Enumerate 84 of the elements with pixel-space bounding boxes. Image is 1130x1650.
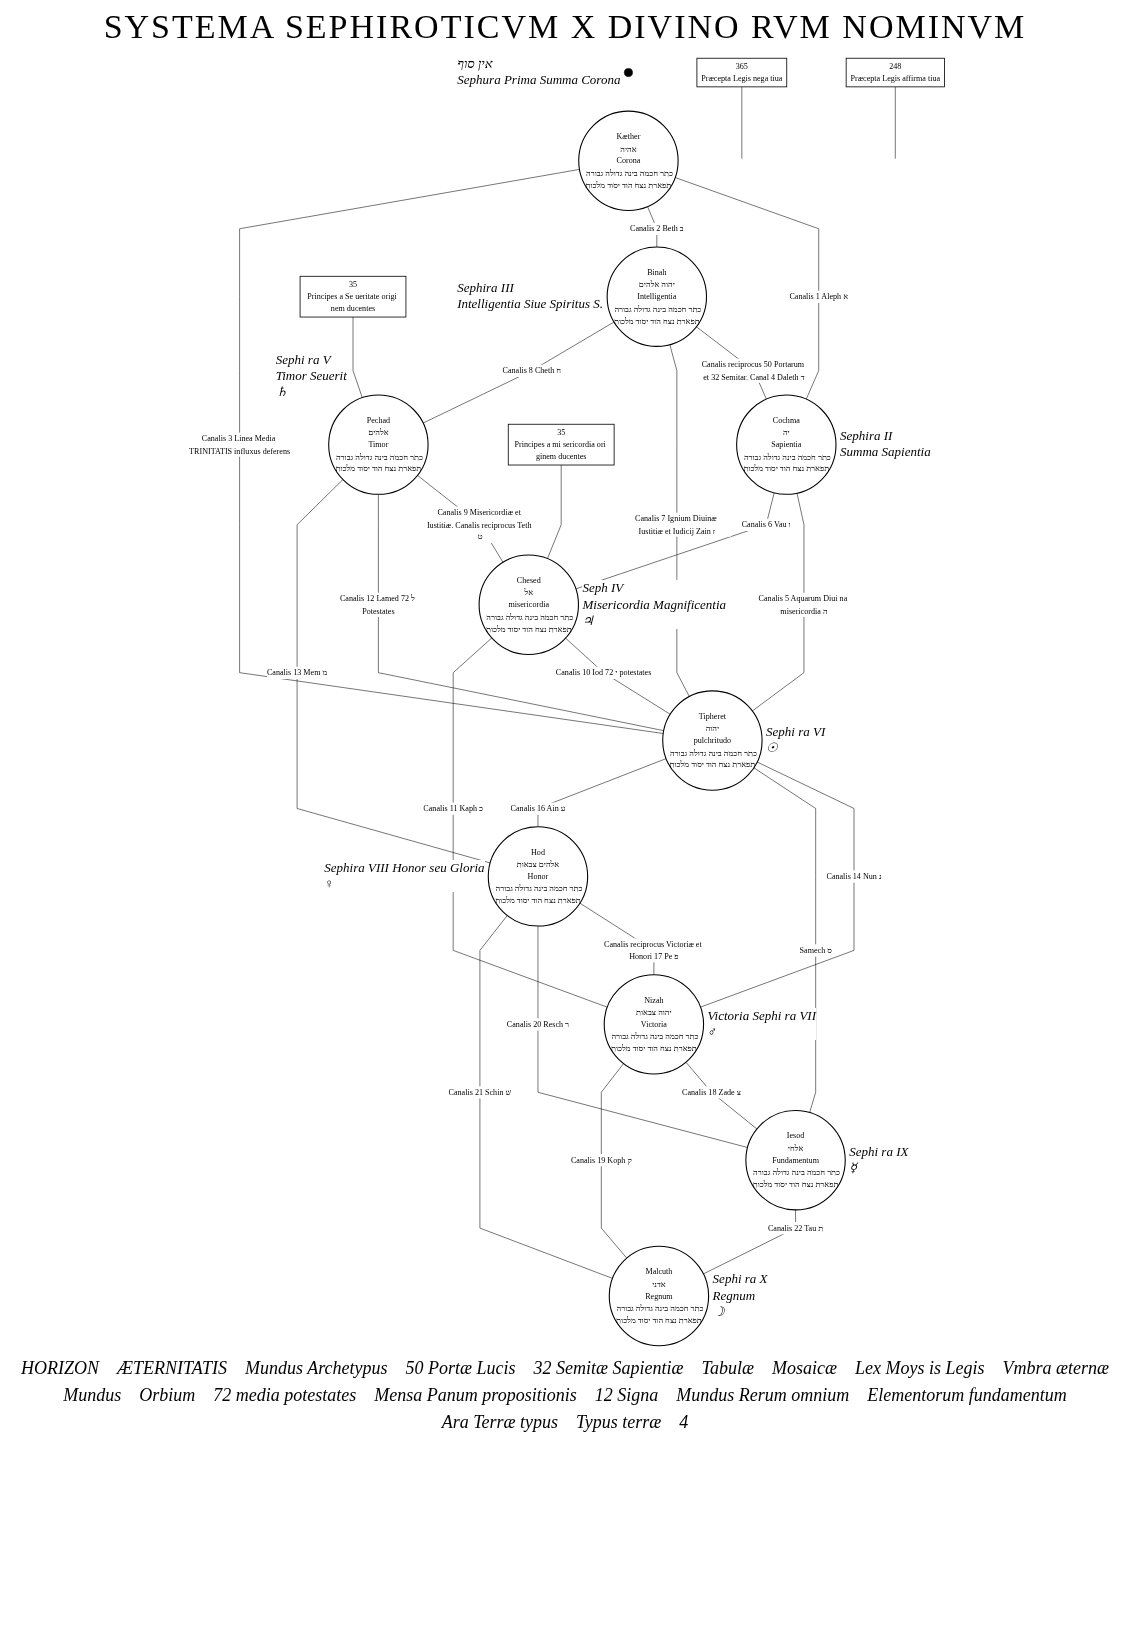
note-text: Mundus Archetypus xyxy=(245,1358,388,1379)
connector xyxy=(452,637,608,1008)
note-text: Vmbra æternæ xyxy=(1002,1358,1109,1379)
note-text: Mensa Panum propositionis xyxy=(374,1385,577,1406)
edge-label: Canalis reciprocus Victoriæ et Honori 17 Pe פ xyxy=(604,939,702,961)
node-box: 35 Principes a Se ueritate origi nem ducentes xyxy=(299,275,407,318)
side-caption: Misericordia Magnificentia xyxy=(582,596,727,613)
side-caption: Timor Seuerit xyxy=(275,368,347,385)
side-caption: ♀ xyxy=(324,876,336,893)
connector xyxy=(239,169,664,734)
edge-label: Samech ס xyxy=(799,945,832,955)
note-text: Mundus Rerum omnium xyxy=(676,1385,850,1406)
connector xyxy=(753,767,816,1113)
connector xyxy=(752,492,805,712)
note-text: 32 Semitæ Sapientiæ xyxy=(533,1358,684,1379)
edge-label: Canalis 22 Tau ת xyxy=(767,1223,824,1233)
note-text: Elementorum fundamentum xyxy=(867,1385,1067,1406)
side-caption: ☿ xyxy=(849,1159,859,1177)
note-text: 12 Signa xyxy=(594,1385,659,1406)
side-caption: ♃ xyxy=(582,612,596,629)
edge-label: Canalis 10 Iod י 72 potestates xyxy=(555,668,652,677)
side-caption: Sephira III xyxy=(457,280,515,297)
side-caption: Seph IV xyxy=(582,580,625,597)
node-box: 248 Præcepta Legis affirma tiua xyxy=(845,57,945,88)
side-caption: Sephi ra V xyxy=(275,351,333,369)
connector xyxy=(601,1063,628,1259)
side-caption: Sephi ra IX xyxy=(849,1143,909,1160)
node-box: 365 Præcepta Legis nega tiua xyxy=(696,57,788,88)
edge-label: Canalis 14 Nun נ xyxy=(826,871,882,881)
note-text: Orbium xyxy=(139,1385,196,1406)
connector xyxy=(537,925,748,1148)
edge-label: Canalis 13 Mem מ xyxy=(266,668,328,677)
connector xyxy=(547,464,562,559)
side-caption: אין סוף xyxy=(457,56,494,73)
side-caption: ☽ xyxy=(712,1304,726,1321)
edge-label: Canalis 1 Aleph א xyxy=(789,292,849,301)
edge-label: Canalis 20 Resch ר xyxy=(506,1019,570,1029)
diagram-title: SYSTEMA SEPHIROTICVM X DIVINO RVM NOMINVM xyxy=(102,8,1028,46)
edge-label: Canalis 9 Misericordiæ et Iustitiæ. Canalis reciprocus Teth ט xyxy=(426,508,532,542)
edge-label: Canalis 12 Lamed ל 72 Potestates xyxy=(339,594,415,616)
side-caption: Sephura Prima Summa Corona xyxy=(457,72,621,89)
edge-label: Canalis 7 Ignium Diuinæ Iustitiæ et Iudicij Zain ז xyxy=(635,514,717,535)
edge-label: Canalis 5 Aquarum Diui na misericordia ה xyxy=(758,594,848,616)
side-caption: Intelligentia Siue Spiritus S. xyxy=(457,296,604,313)
note-text: 50 Portæ Lucis xyxy=(405,1358,516,1379)
side-caption: ☉ xyxy=(766,740,780,757)
side-caption: Sephi ra X xyxy=(712,1271,768,1288)
edge-label: Canalis 2 Beth ב xyxy=(630,224,684,233)
note-text: 4 xyxy=(679,1412,689,1433)
connector xyxy=(352,316,363,398)
side-caption: ♄ xyxy=(275,384,289,401)
side-caption: Summa Sapientia xyxy=(840,444,931,461)
connector xyxy=(378,494,664,731)
edge-label: Canalis 3 Linea Media TRINITATIS influxus deferens xyxy=(189,434,291,455)
side-caption: ♂ xyxy=(707,1024,719,1041)
note-text: ÆTERNITATIS xyxy=(117,1358,228,1379)
node-box: 35 Principes a mi sericordia ori ginem ducentes xyxy=(507,423,615,466)
edge-label: Canalis reciprocus 50 Portarum et 32 Semitar. Canal 4 Daleth ד xyxy=(701,360,805,381)
node-circle xyxy=(624,68,633,77)
edge-label: Canalis 18 Zade צ xyxy=(682,1087,741,1097)
note-text: Mundus xyxy=(63,1385,122,1406)
edge-label: Canalis 21 Schin ש xyxy=(448,1087,512,1097)
connector xyxy=(575,492,775,590)
connector xyxy=(422,321,615,424)
note-text: Lex Moys is Legis xyxy=(854,1358,985,1379)
side-caption: Victoria Sephi ra VII xyxy=(707,1007,816,1025)
edge-label: Canalis 11 Kaph כ xyxy=(423,804,484,813)
note-text: Tabulæ xyxy=(701,1358,754,1379)
note-text: Ara Terræ typus xyxy=(441,1412,559,1433)
edge-label: Canalis 8 Cheth ח xyxy=(502,366,562,375)
edge-label: Canalis 19 Koph ק xyxy=(570,1155,632,1165)
connector xyxy=(700,761,855,1008)
side-caption: Regnum xyxy=(712,1287,757,1304)
note-text: HORIZON xyxy=(21,1358,100,1379)
side-caption: Sephira VIII Honor seu Gloria xyxy=(324,859,485,877)
note-text: Mosaicæ xyxy=(771,1358,837,1379)
edge-label: Canalis 16 Ain ע xyxy=(510,804,566,813)
edge-label: Canalis 6 Vau ו xyxy=(741,520,791,529)
side-caption: Sephi ra VI xyxy=(766,724,826,741)
note-text: 72 media potestates xyxy=(213,1385,357,1406)
connector xyxy=(479,915,613,1279)
note-text: Typus terræ xyxy=(576,1412,662,1433)
connector xyxy=(296,479,491,864)
side-caption: Sephira II xyxy=(840,428,894,445)
